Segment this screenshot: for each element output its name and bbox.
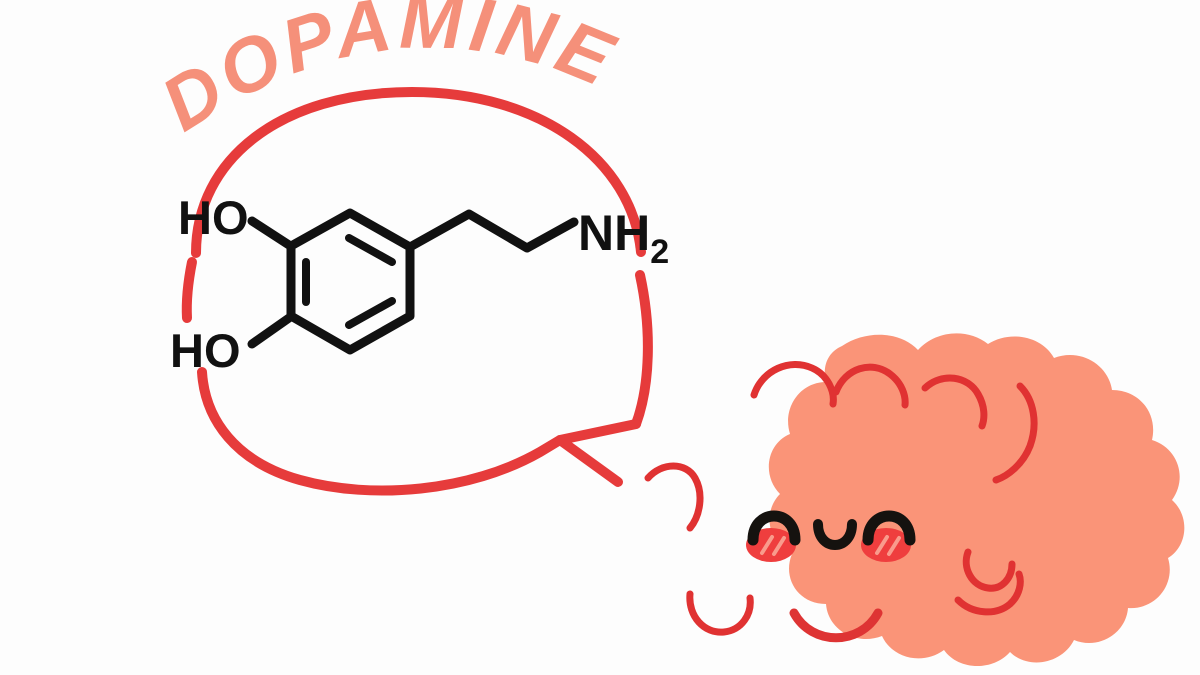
cheek-right-stripe-1: [875, 535, 889, 555]
double-bond-upper-right: [345, 234, 396, 266]
brain-character: [644, 333, 1185, 667]
bubble-tail: [555, 419, 641, 487]
bubble-arc-right: [631, 270, 653, 429]
gyrus-top-left: [750, 361, 837, 408]
gyrus-upper-right-1: [921, 374, 988, 430]
eye-left: [747, 510, 801, 546]
gyrus-bottom-left: [686, 590, 754, 636]
molecule-labels: HO HO NH2: [170, 191, 669, 377]
brain-body: [768, 333, 1185, 667]
bond-ho-bottom: [247, 313, 294, 349]
gyrus-right-edge: [992, 382, 1038, 484]
double-bond-lower-right: [345, 297, 396, 329]
label-nh2-subscript: 2: [650, 233, 669, 271]
label-nh2: NH2: [578, 205, 669, 271]
label-nh2-main: NH: [578, 205, 650, 261]
brain-mouth: [789, 608, 883, 643]
bubble-arc-top: [191, 87, 646, 258]
bubble-arc-bottom: [197, 367, 565, 496]
molecule-dopamine: [247, 208, 579, 355]
gyrus-lower-right-2: [954, 570, 1024, 616]
brain-nose: [813, 519, 857, 550]
cheek-left-stripe-2: [772, 536, 786, 556]
brain-face: [746, 510, 916, 643]
bond-ho-top: [247, 216, 294, 250]
brain-gyri: [644, 361, 1038, 636]
gyrus-top-right: [832, 363, 909, 409]
brain-eyes: [747, 510, 916, 546]
cheek-left-stripe-1: [760, 535, 774, 555]
eye-right: [862, 510, 916, 546]
bubble-dash-left: [181, 257, 197, 323]
gyrus-lower-right-1: [962, 548, 1016, 592]
label-ho-bottom: HO: [170, 324, 241, 377]
speech-bubble: [181, 87, 653, 496]
label-ho-top: HO: [178, 191, 249, 244]
cheek-right-stripe-2: [887, 536, 901, 556]
ethylamine-chain: [405, 209, 579, 253]
gyrus-left-lobe: [644, 462, 704, 532]
